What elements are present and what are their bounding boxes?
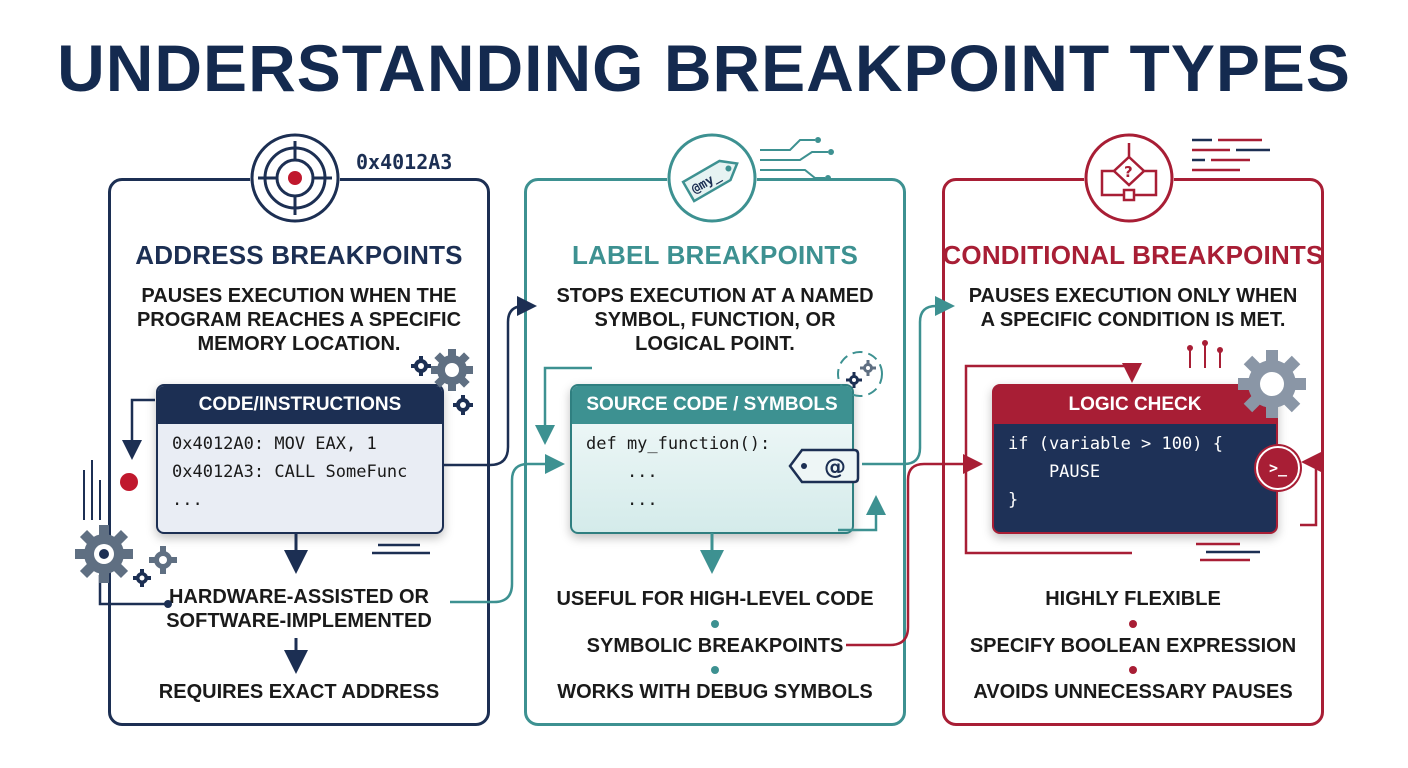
logic-check-box: LOGIC CHECK if (variable > 100) { PAUSE} xyxy=(992,384,1278,534)
svg-text:?: ? xyxy=(1124,163,1133,181)
gear-icon xyxy=(837,351,883,397)
breakpoint-marker-icon xyxy=(120,473,138,491)
target-icon xyxy=(250,133,340,223)
address-bullet-2: REQUIRES EXACT ADDRESS xyxy=(158,681,440,703)
bullet-dot xyxy=(1129,620,1137,628)
svg-text:@: @ xyxy=(824,455,846,480)
conditional-bullet-3: AVOIDS UNNECESSARY PAUSES xyxy=(973,681,1293,703)
gear-icon xyxy=(411,356,431,376)
gear-icon xyxy=(431,349,473,391)
gear-icon xyxy=(453,395,473,415)
bullet-dot xyxy=(711,620,719,628)
logic-code-lines: if (variable > 100) { PAUSE} xyxy=(1008,434,1223,510)
gear-icon xyxy=(133,569,151,587)
label-bullet-3: WORKS WITH DEBUG SYMBOLS xyxy=(557,681,873,703)
bullet-dot xyxy=(711,666,719,674)
conditional-bullet-2: SPECIFY BOOLEAN EXPRESSION xyxy=(969,635,1297,657)
flowchart-icon: ? xyxy=(1084,133,1174,223)
conditional-heading: CONDITIONAL BREAKPOINTS xyxy=(942,240,1324,270)
address-heading: ADDRESS BREAKPOINTS xyxy=(135,240,463,270)
label-tag-icon: @my_ xyxy=(667,133,757,223)
source-code-lines: def my_function(): ... ... xyxy=(586,434,771,510)
page-title: UNDERSTANDING BREAKPOINT TYPES xyxy=(57,31,1351,105)
logic-box-title: LOGIC CHECK xyxy=(994,386,1276,424)
label-bullet-1: USEFUL FOR HIGH-LEVEL CODE xyxy=(556,588,874,610)
gear-icon xyxy=(149,546,177,574)
at-tag-icon: @ xyxy=(788,446,860,491)
terminal-prompt-icon: >_ xyxy=(1256,446,1300,490)
conditional-bullet-1: HIGHLY FLEXIBLE xyxy=(1045,588,1221,610)
code-box-title: CODE/INSTRUCTIONS xyxy=(158,386,442,424)
label-heading: LABEL BREAKPOINTS xyxy=(571,240,859,270)
bullet-dot xyxy=(1129,666,1137,674)
gear-icon xyxy=(1238,350,1306,418)
gear-icon xyxy=(75,525,133,583)
label-bullet-2: SYMBOLIC BREAKPOINTS xyxy=(586,635,844,657)
address-tag: 0x4012A3 xyxy=(356,150,453,174)
source-box-title: SOURCE CODE / SYMBOLS xyxy=(572,386,852,424)
